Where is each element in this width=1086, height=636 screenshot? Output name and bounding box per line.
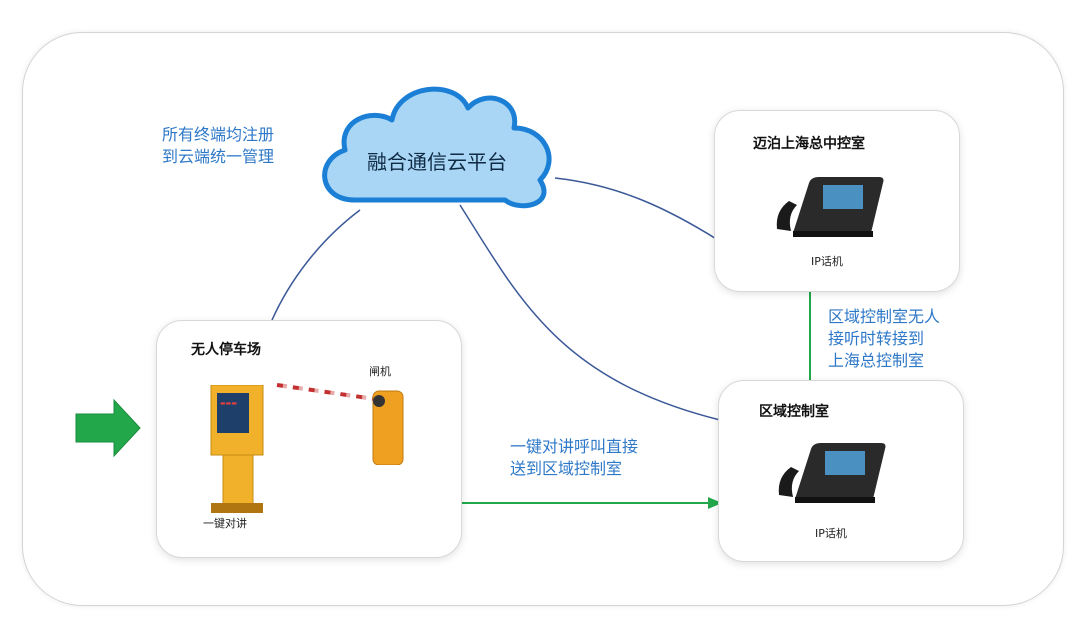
svg-text:▬▬▬: ▬▬▬ <box>220 400 237 407</box>
region-phone-label: IP话机 <box>815 527 847 540</box>
note-forward-line-1: 区域控制室无人 <box>828 307 941 326</box>
hq-control-room-title: 迈泊上海总中控室 <box>753 136 865 152</box>
note-forward-line-3: 上海总控制室 <box>828 351 925 370</box>
link-cloud-hq <box>554 177 719 241</box>
arrow-call-head <box>708 497 722 509</box>
hq-phone-label: IP话机 <box>811 255 843 268</box>
note-forward-line-2: 接听时转接到 <box>828 329 925 348</box>
ip-phone-icon <box>776 177 884 237</box>
note-call-line-1: 一键对讲呼叫直接 <box>510 437 639 456</box>
note-register-line-2: 到云端统一管理 <box>162 147 275 166</box>
note-register-line-1: 所有终端均注册 <box>162 125 275 144</box>
region-control-room-title: 区域控制室 <box>759 404 829 420</box>
cloud-label: 融合通信云平台 <box>367 150 507 174</box>
link-cloud-region <box>459 204 721 421</box>
note-forward: 区域控制室无人 接听时转接到 上海总控制室 <box>828 306 940 372</box>
gate-label: 闸机 <box>369 365 391 378</box>
intercom-label: 一键对讲 <box>203 517 247 530</box>
note-register: 所有终端均注册 到云端统一管理 <box>162 124 274 168</box>
barrier-gate-icon <box>276 383 404 465</box>
parking-lot-panel: 无人停车场 闸机 ▬▬▬ 一键对讲 <box>156 320 462 558</box>
hq-control-room-panel: 迈泊上海总中控室 IP话机 <box>714 110 960 292</box>
ip-phone-icon <box>778 443 886 503</box>
note-call: 一键对讲呼叫直接 送到区域控制室 <box>510 436 638 480</box>
link-cloud-parking <box>271 209 361 321</box>
entry-arrow <box>75 398 141 458</box>
note-call-line-2: 送到区域控制室 <box>510 459 623 478</box>
region-control-room-panel: 区域控制室 IP话机 <box>718 380 964 562</box>
parking-lot-title: 无人停车场 <box>191 342 261 358</box>
intercom-kiosk-icon: ▬▬▬ <box>210 385 264 513</box>
cloud-shape <box>322 86 552 209</box>
